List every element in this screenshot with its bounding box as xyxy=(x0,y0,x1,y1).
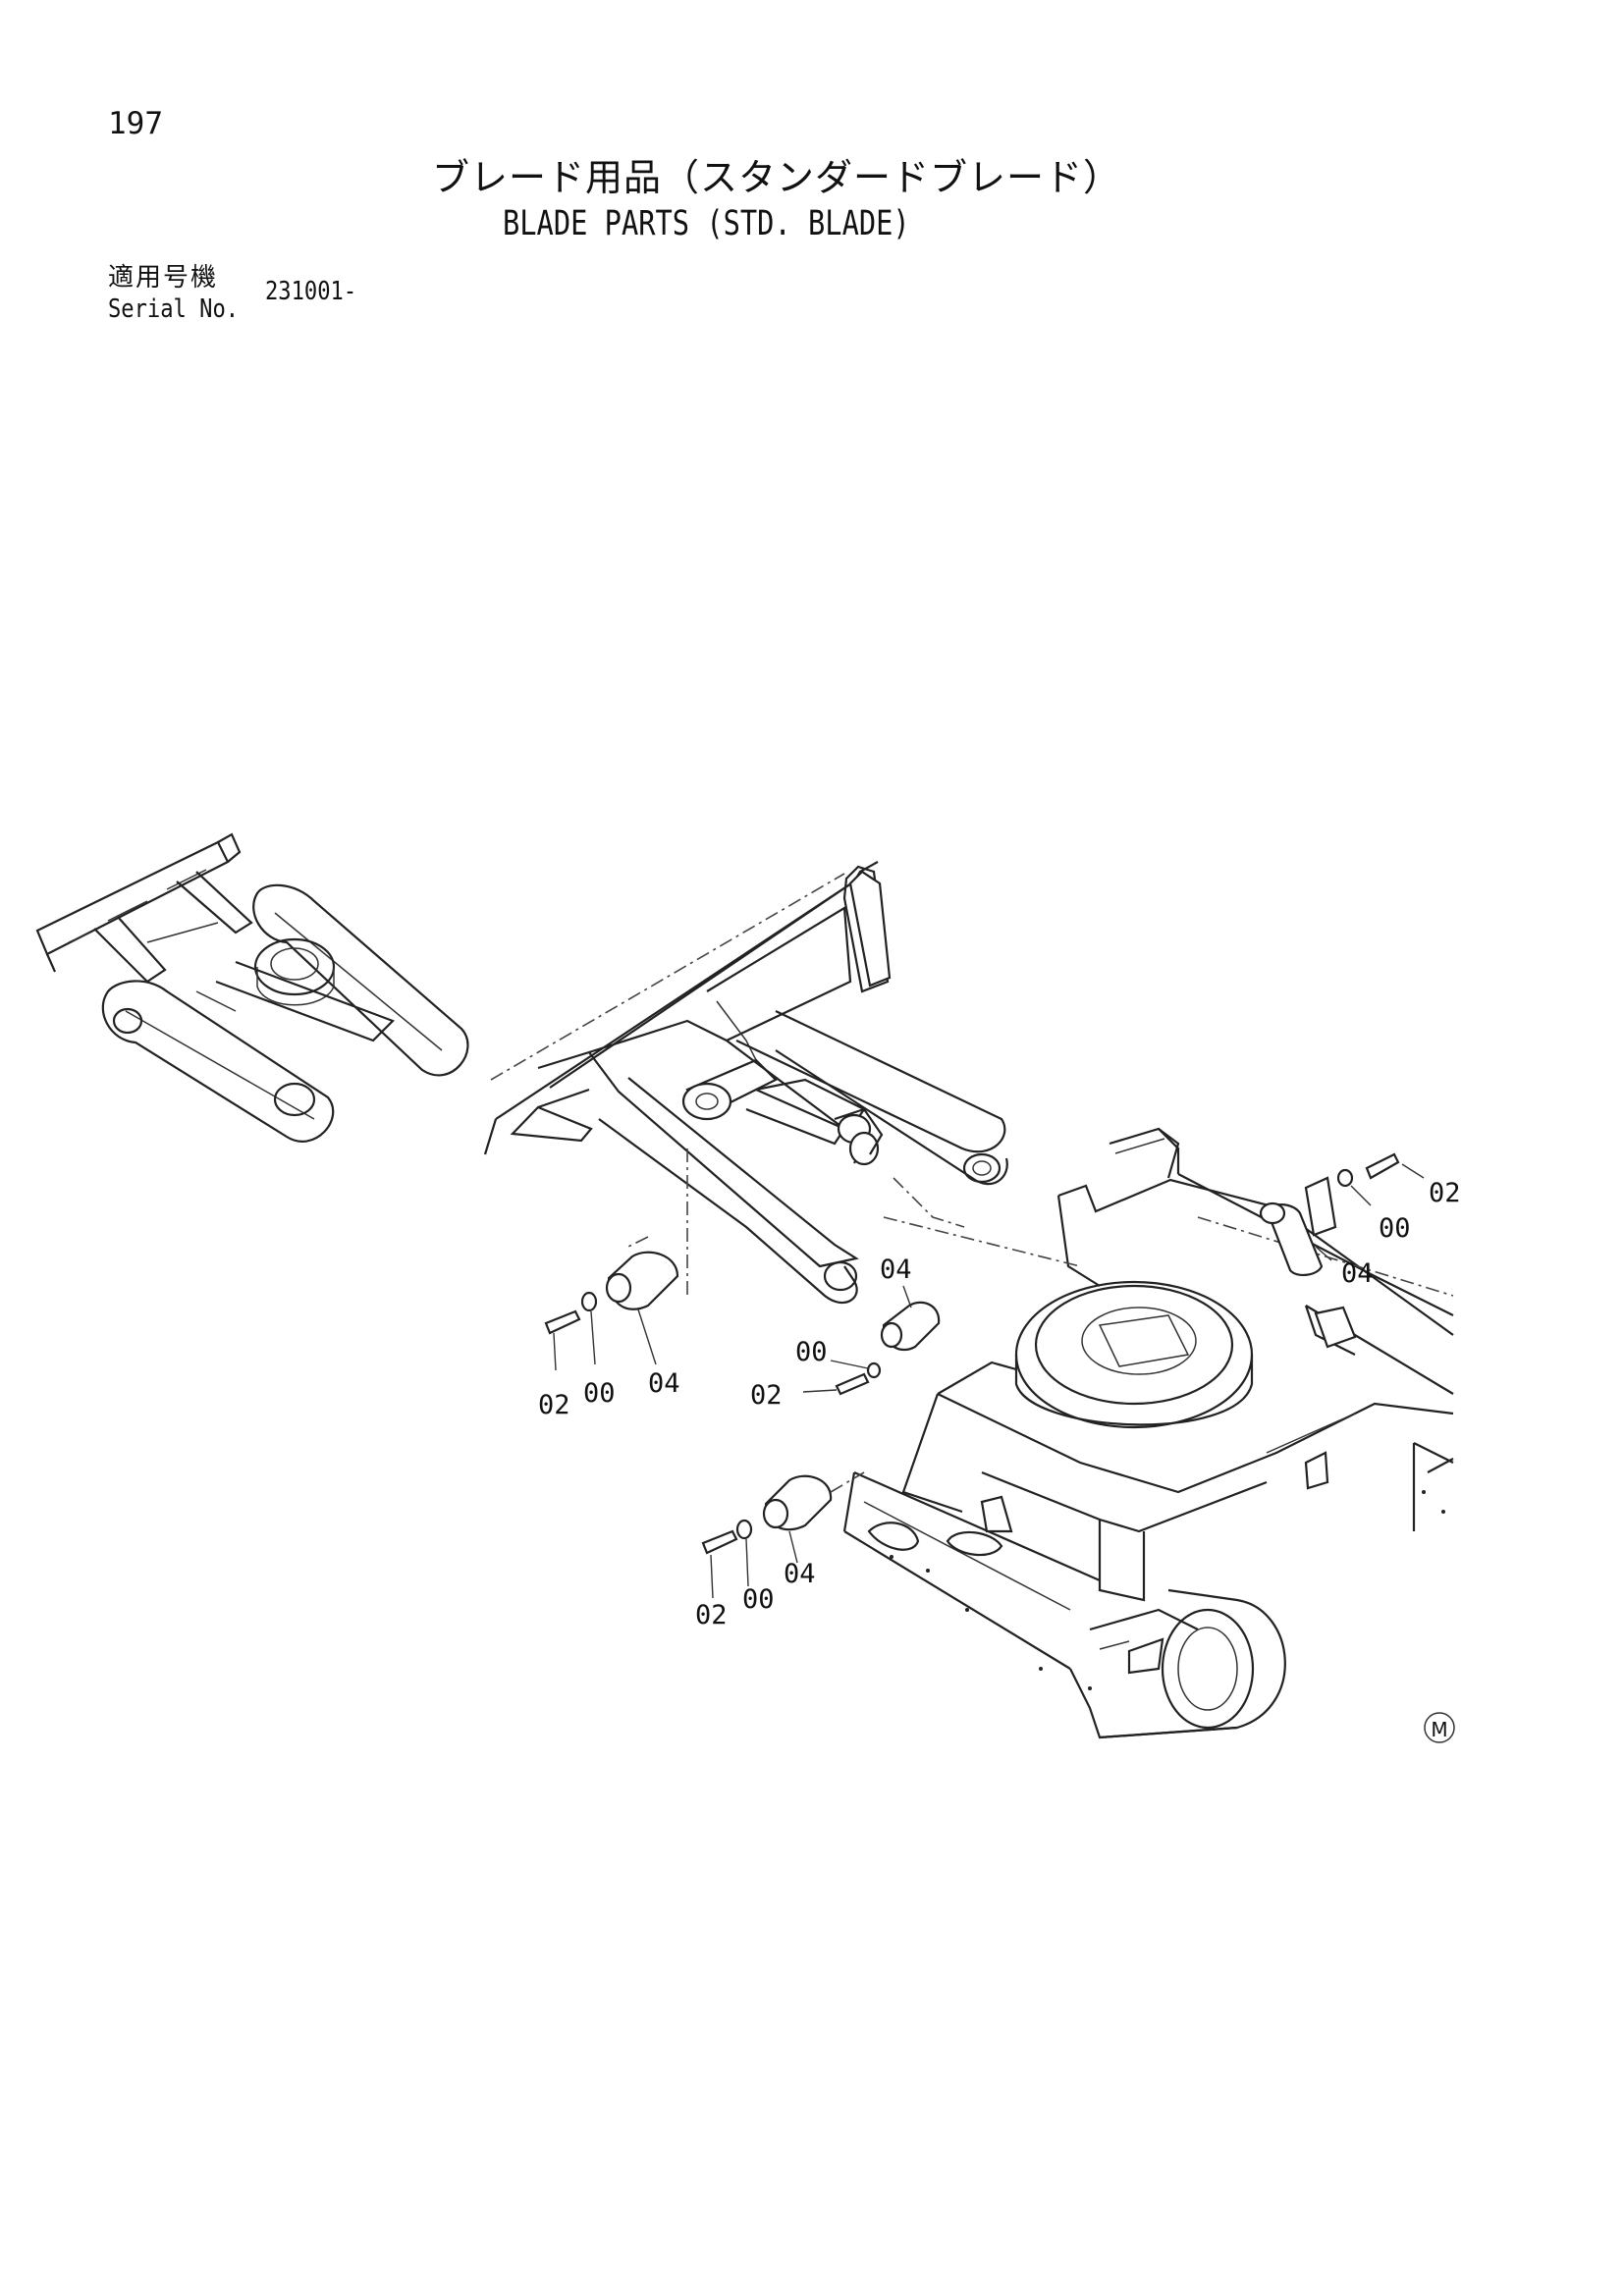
serial-number-value: 231001- xyxy=(265,277,357,306)
pin-group-center xyxy=(802,1285,941,1396)
serial-label-english: Serial No. xyxy=(108,294,240,324)
callout-label: 04 xyxy=(784,1559,816,1589)
page-title-japanese: ブレード用品（スタンダードブレード） xyxy=(432,156,1122,199)
page-title-english: BLADE PARTS (STD. BLADE) xyxy=(503,204,910,243)
pin-group-left xyxy=(544,1251,679,1371)
callout-label: 02 xyxy=(750,1380,783,1411)
callout-label: 00 xyxy=(1379,1213,1411,1244)
pin-group-top-right xyxy=(1259,1152,1425,1276)
callout-label: 04 xyxy=(880,1255,912,1285)
callout-label: 00 xyxy=(795,1337,828,1367)
callout-label: 02 xyxy=(538,1390,570,1420)
callout-label: 00 xyxy=(583,1378,616,1409)
callout-label: 04 xyxy=(648,1368,680,1399)
symbol-letter: M xyxy=(1431,1718,1447,1741)
serial-label-japanese: 適用号機 xyxy=(108,263,219,293)
overview-illustration xyxy=(35,832,469,1143)
pin-group-bottom xyxy=(701,1471,865,1599)
blade-assembly xyxy=(483,861,1008,1305)
circled-m-symbol: M xyxy=(1424,1712,1455,1743)
callout-label: 04 xyxy=(1341,1258,1374,1289)
callout-label: 02 xyxy=(695,1600,728,1630)
callout-label: 02 xyxy=(1429,1178,1461,1208)
callout-label: 00 xyxy=(742,1584,775,1615)
page-number: 197 xyxy=(108,106,163,141)
track-frame xyxy=(842,1127,1454,1739)
